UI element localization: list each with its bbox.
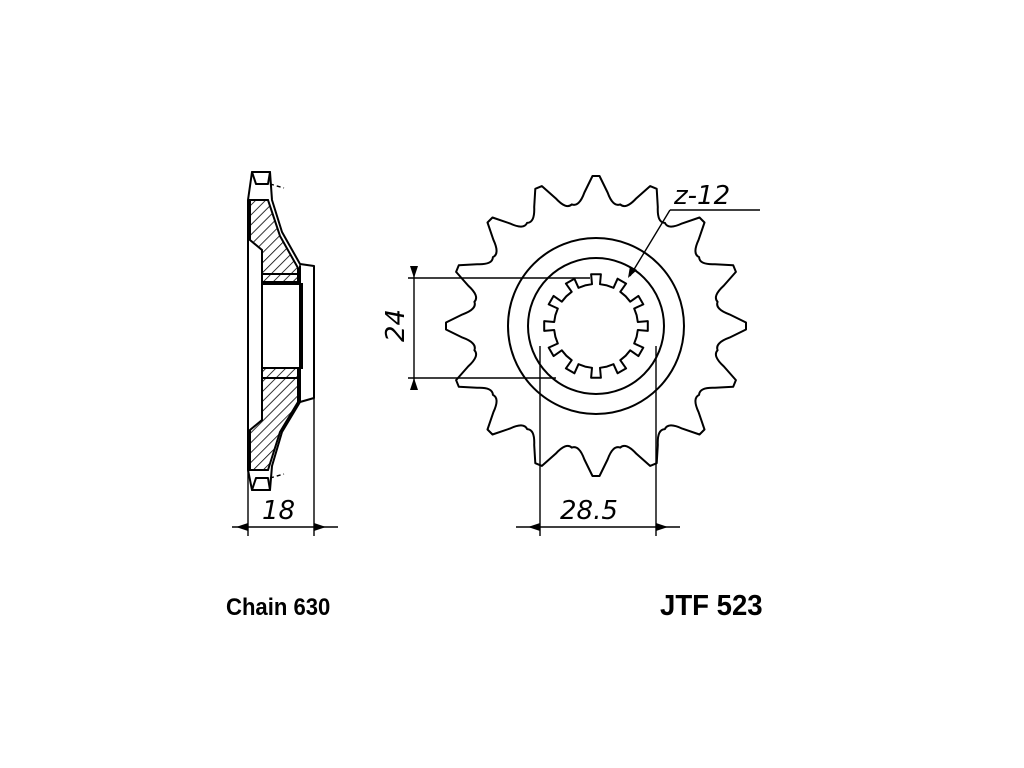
part-number-caption: JTF 523 <box>660 590 763 622</box>
upper-section-hatch <box>249 199 299 283</box>
chain-size-caption: Chain 630 <box>226 594 331 621</box>
side-tooth-top <box>251 171 271 185</box>
thickness-label: 18 <box>262 496 295 526</box>
side-bore <box>261 283 303 369</box>
sprocket-outer-profile <box>445 175 747 477</box>
spline-count-label: z-12 <box>673 181 730 211</box>
spline-bore-profile <box>543 273 649 379</box>
front-view: 24 28.5 z-12 <box>381 175 760 536</box>
spline-diameter-label: 24 <box>381 309 411 342</box>
side-tooth-bottom <box>251 477 271 491</box>
inner-hub-ring <box>527 257 665 395</box>
hole-diameter-label: 28.5 <box>560 496 618 526</box>
side-view-section: 18 <box>232 171 338 536</box>
hub-circle <box>507 237 685 415</box>
